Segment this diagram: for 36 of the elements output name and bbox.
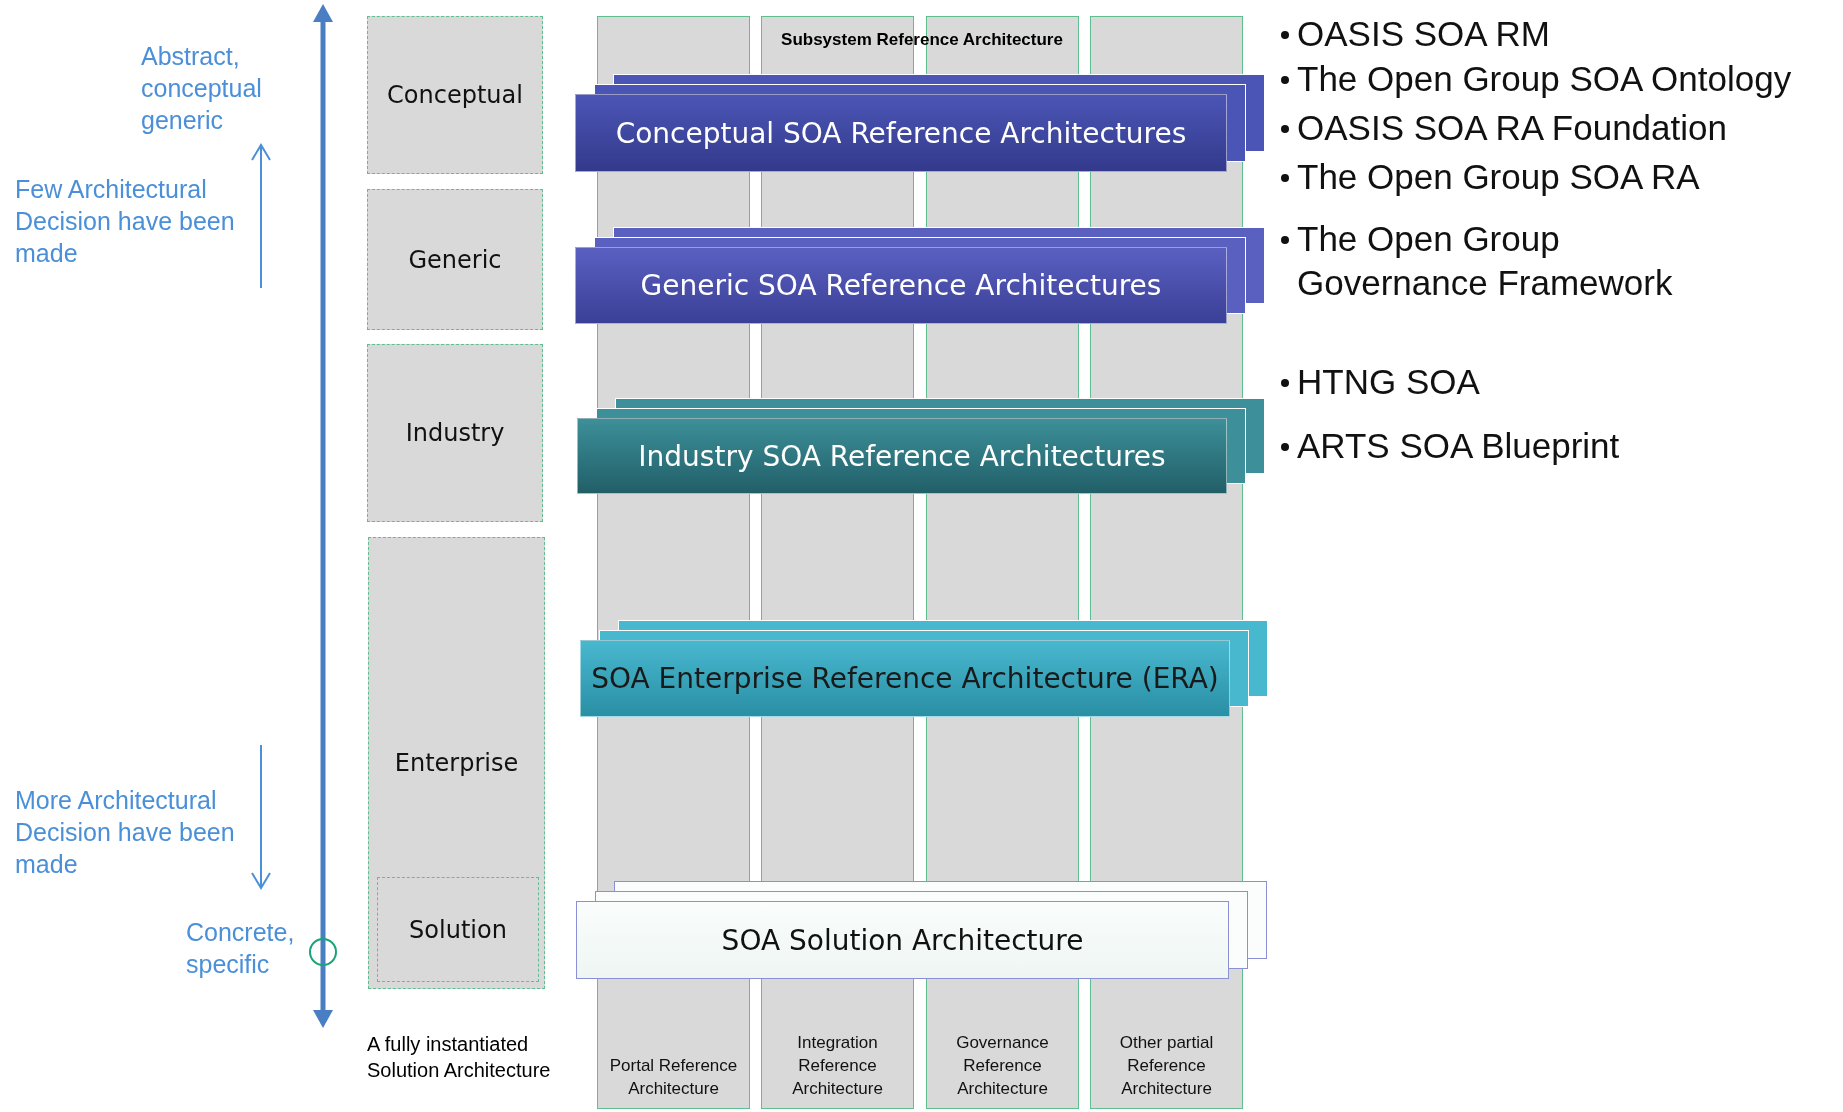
bullet-item: OASIS SOA RM <box>1283 12 1843 56</box>
side-note: More Architectural Decision have been made <box>15 785 236 880</box>
bar-title: Generic SOA Reference Architectures <box>640 269 1162 302</box>
bar-title: SOA Solution Architecture <box>721 923 1084 957</box>
layer-name: Enterprise <box>394 749 519 777</box>
layer-box <box>367 344 543 522</box>
layer-name: Conceptual <box>387 81 523 109</box>
bullet-item: The Open Group Governance Framework <box>1283 217 1717 305</box>
layer-name: Generic <box>408 245 502 274</box>
side-note: Abstract, conceptual generic <box>141 41 263 136</box>
bullet-item: The Open Group SOA RA <box>1283 155 1843 199</box>
layer-box <box>377 877 539 982</box>
bullet-item: OASIS SOA RA Foundation <box>1283 106 1843 150</box>
architecture-bar <box>577 418 1227 494</box>
side-note: Few Architectural Decision have been made <box>15 174 236 269</box>
bar-title: Industry SOA Reference Architectures <box>638 439 1166 473</box>
layer-box <box>367 189 543 330</box>
column-label: Other partial Reference Architecture <box>1118 1032 1215 1100</box>
layer-box <box>368 537 545 989</box>
bullet-item: HTNG SOA <box>1283 360 1843 404</box>
caption-note: A fully instantiated Solution Architecture <box>367 1032 552 1083</box>
architecture-bar <box>580 640 1230 717</box>
column-label: Governance Reference Architecture <box>955 1032 1050 1100</box>
bullet-item: The Open Group SOA Ontology <box>1283 57 1843 101</box>
column-label: Integration Reference Architecture <box>791 1032 884 1100</box>
layer-box <box>367 16 543 174</box>
bullet-item: ARTS SOA Blueprint <box>1283 424 1843 468</box>
layer-name: Solution <box>409 915 507 944</box>
architecture-bar <box>575 247 1227 324</box>
bar-title: Conceptual SOA Reference Architectures <box>615 116 1187 150</box>
architecture-bar <box>576 901 1229 979</box>
bar-title: SOA Enterprise Reference Architecture (ERA) <box>591 662 1219 695</box>
layer-name: Industry <box>405 419 505 447</box>
architecture-bar <box>575 94 1227 172</box>
column-label: Portal Reference Architecture <box>608 1055 739 1100</box>
side-note: Concrete, specific <box>186 917 296 980</box>
